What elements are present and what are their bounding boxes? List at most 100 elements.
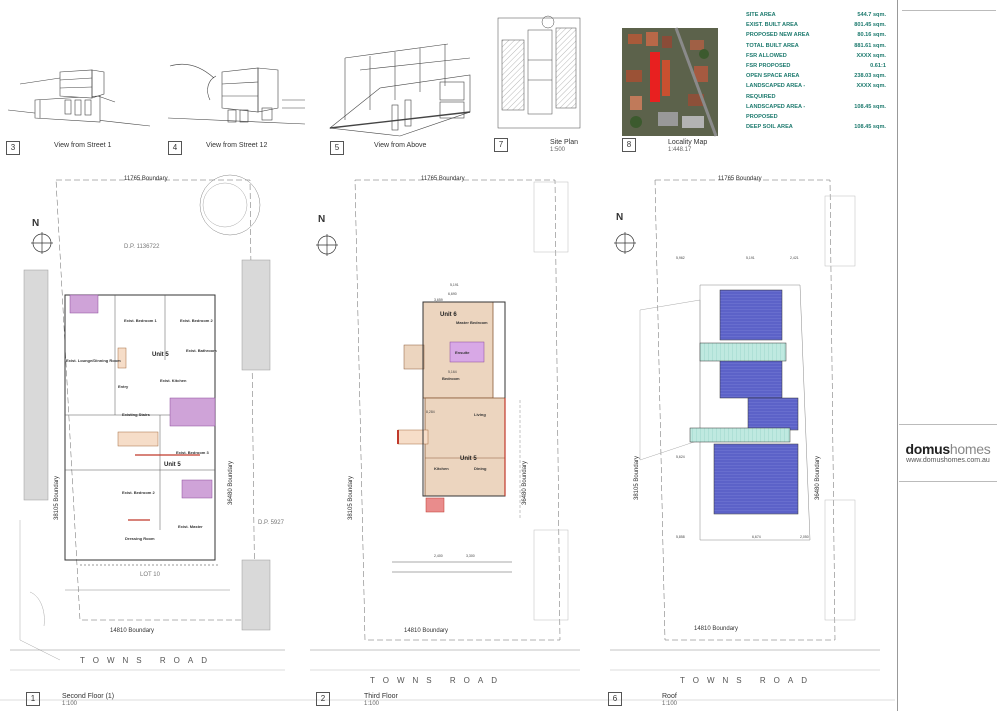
dimension-text: 2,421 [790,256,799,260]
schedule-label: FSR PROPOSED [746,63,791,70]
schedule-row: PROPOSED NEW AREA 80.16 sqm. [746,30,886,40]
schedule-label: SITE AREA [746,12,776,18]
company-logo: domushomes [905,441,991,457]
unit-5-third-label: Unit 5 [460,456,477,462]
boundary-right-2: 36480 Boundary [522,460,528,505]
dimension-text: 5,858 [676,535,685,539]
room-label: Living [474,412,486,417]
room-label: Dining [474,466,487,471]
dimension-text: 2,050 [800,535,809,539]
room-label: Exist. Lounge/Dinning Room [66,358,121,363]
plan-roof [610,179,880,671]
north-label-2: N [318,214,326,225]
room-label: Exist. Bedroom 2 [180,318,213,323]
room-label: Exist. Bedroom 3 [176,450,209,455]
boundary-right-6: 36480 Boundary [815,455,821,500]
road-label-2: TOWNS ROAD [370,676,505,685]
room-label: Kitchen [434,466,449,471]
schedule-row: FSR ALLOWED XXXX sqm. [746,51,886,61]
room-label: Exist. Bathroom [186,348,217,353]
room-label: Existing Stairs [122,412,150,417]
room-label: Master Bedroom [456,320,488,325]
schedule-value: 801.45 sqm. [854,22,886,29]
room-label: Exist. Bedroom 1 [124,318,157,323]
boundary-top-2: 11765 Boundary [421,176,465,182]
site-plan-drawing [497,15,581,129]
dimension-text: 2,400 [434,554,443,558]
locality-map-aerial [622,27,718,137]
schedule-label: FSR ALLOWED [746,52,787,59]
boundary-left-1: 38105 Boundary [54,475,60,520]
title-block [897,0,1000,711]
room-label: Exist. Kitchen [160,378,187,383]
room-label: Dressing Room [125,536,155,541]
boundary-top-1: 11765 Boundary [124,176,168,182]
company-url: www.domushomes.com.au [906,457,990,464]
schedule-value: XXXX sqm. [856,83,886,90]
plan-second-floor [10,174,285,671]
view-street-12-sketch [167,63,306,125]
north-arrow-6 [614,232,636,254]
boundary-left-6: 38105 Boundary [634,455,640,500]
dimension-text: 6,674 [752,535,761,539]
dimension-text: 8,284 [426,410,435,414]
schedule-label: TOTAL BUILT AREA [746,42,799,49]
north-label-1: N [32,218,40,229]
unit-6-label: Unit 6 [440,312,457,318]
schedule-row: LANDSCAPED AREA - PROPOSED 108.45 sqm. [746,102,886,122]
view-above-sketch [329,43,471,137]
dimension-text: 5,624 [676,455,685,459]
room-label: Exist. Master [178,524,203,529]
dp-label-b: D.P. 5927 [258,520,284,526]
schedule-label: PROPOSED NEW AREA [746,32,810,39]
boundary-bottom-6: 14810 Boundary [694,626,739,632]
schedule-value: 544.7 sqm. [857,12,886,18]
north-arrow-1 [31,232,53,254]
schedule-value: XXXX sqm. [856,52,886,59]
schedule-value: 108.45 sqm. [854,103,886,110]
schedule-value: 80.16 sqm. [857,32,886,39]
schedule-row: DEEP SOIL AREA 108.45 sqm. [746,122,886,132]
north-arrow-2 [316,234,338,256]
unit-5-upper-label: Unit 5 [152,352,169,358]
boundary-left-2: 38105 Boundary [348,475,354,520]
view-street-1-sketch [7,69,151,127]
boundary-right-1: 36480 Boundary [228,460,234,505]
dimension-text: 5,191 [746,256,755,260]
dimension-text: 5,164 [448,370,457,374]
dimension-text: 5,962 [676,256,685,260]
lot-label: LOT 10 [140,572,160,578]
north-label-6: N [616,212,624,223]
room-label: Bedroom [442,376,460,381]
schedule-value: 238.03 sqm. [854,73,886,80]
unit-5-lower-label: Unit 5 [164,462,181,468]
schedule-label: LANDSCAPED AREA - REQUIRED [746,83,806,100]
schedule-label: LANDSCAPED AREA - PROPOSED [746,103,806,121]
room-label: Exist. Bedroom 2 [122,490,155,495]
road-label-1: TOWNS ROAD [80,656,215,665]
boundary-bottom-1: 14810 Boundary [110,628,155,634]
schedule-row: SITE AREA 544.7 sqm. [746,10,886,20]
room-label: Ensuite [455,350,470,355]
schedule-value: 108.45 sqm. [854,124,886,131]
plan-third-floor [310,179,580,671]
road-label-6: TOWNS ROAD [680,676,815,685]
schedule-label: OPEN SPACE AREA [746,73,800,80]
boundary-bottom-2: 14810 Boundary [404,628,449,634]
dimension-text: 5,191 [450,283,459,287]
schedule-row: LANDSCAPED AREA - REQUIRED XXXX sqm. [746,81,886,101]
schedule-row: OPEN SPACE AREA 238.03 sqm. [746,71,886,81]
dimension-text: 3,300 [466,554,475,558]
schedule-label: DEEP SOIL AREA [746,124,793,131]
